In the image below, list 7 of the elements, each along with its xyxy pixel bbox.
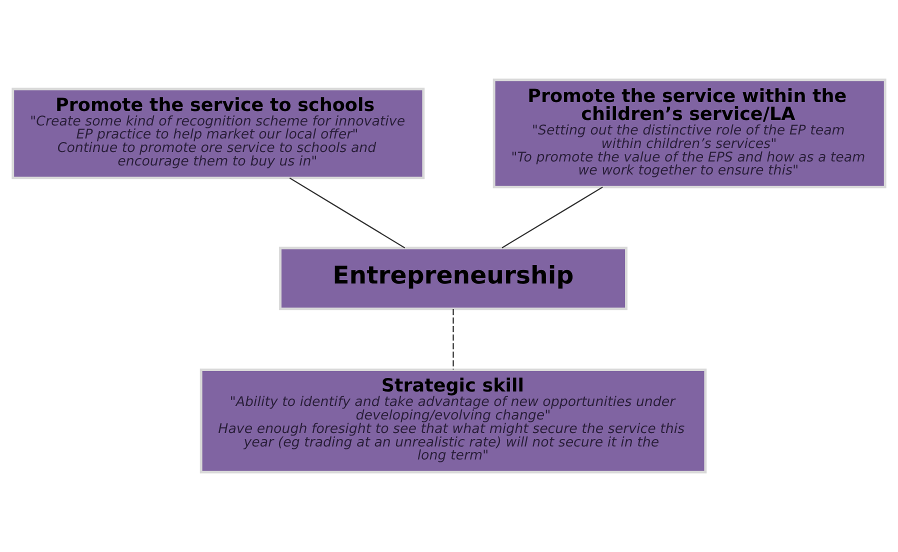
node-box: Promote the service to schools "Create some kind of recognition scheme for innovative EP practice to help market our local offer" Continue to promote ore service to schools and encourage them to buy us in" [12,88,425,180]
connector [452,309,454,370]
connector [502,186,603,248]
node-box: Entrepreneurship [279,246,628,310]
node-box: Strategic skill "Ability to identify and take advantage of new opportunities under developing/evolving change" Have enough foresight to see that what might secure the service this year (eg trading at an unrealistic rate) will not secure it in the long term" [200,368,707,474]
node-box: Promote the service within the children’s service/LA "Setting out the distinctive role of the EP team within children’s services" "To promote the value of the EPS and how as a team we work together to ensure this" [492,78,886,188]
connector [289,178,406,248]
